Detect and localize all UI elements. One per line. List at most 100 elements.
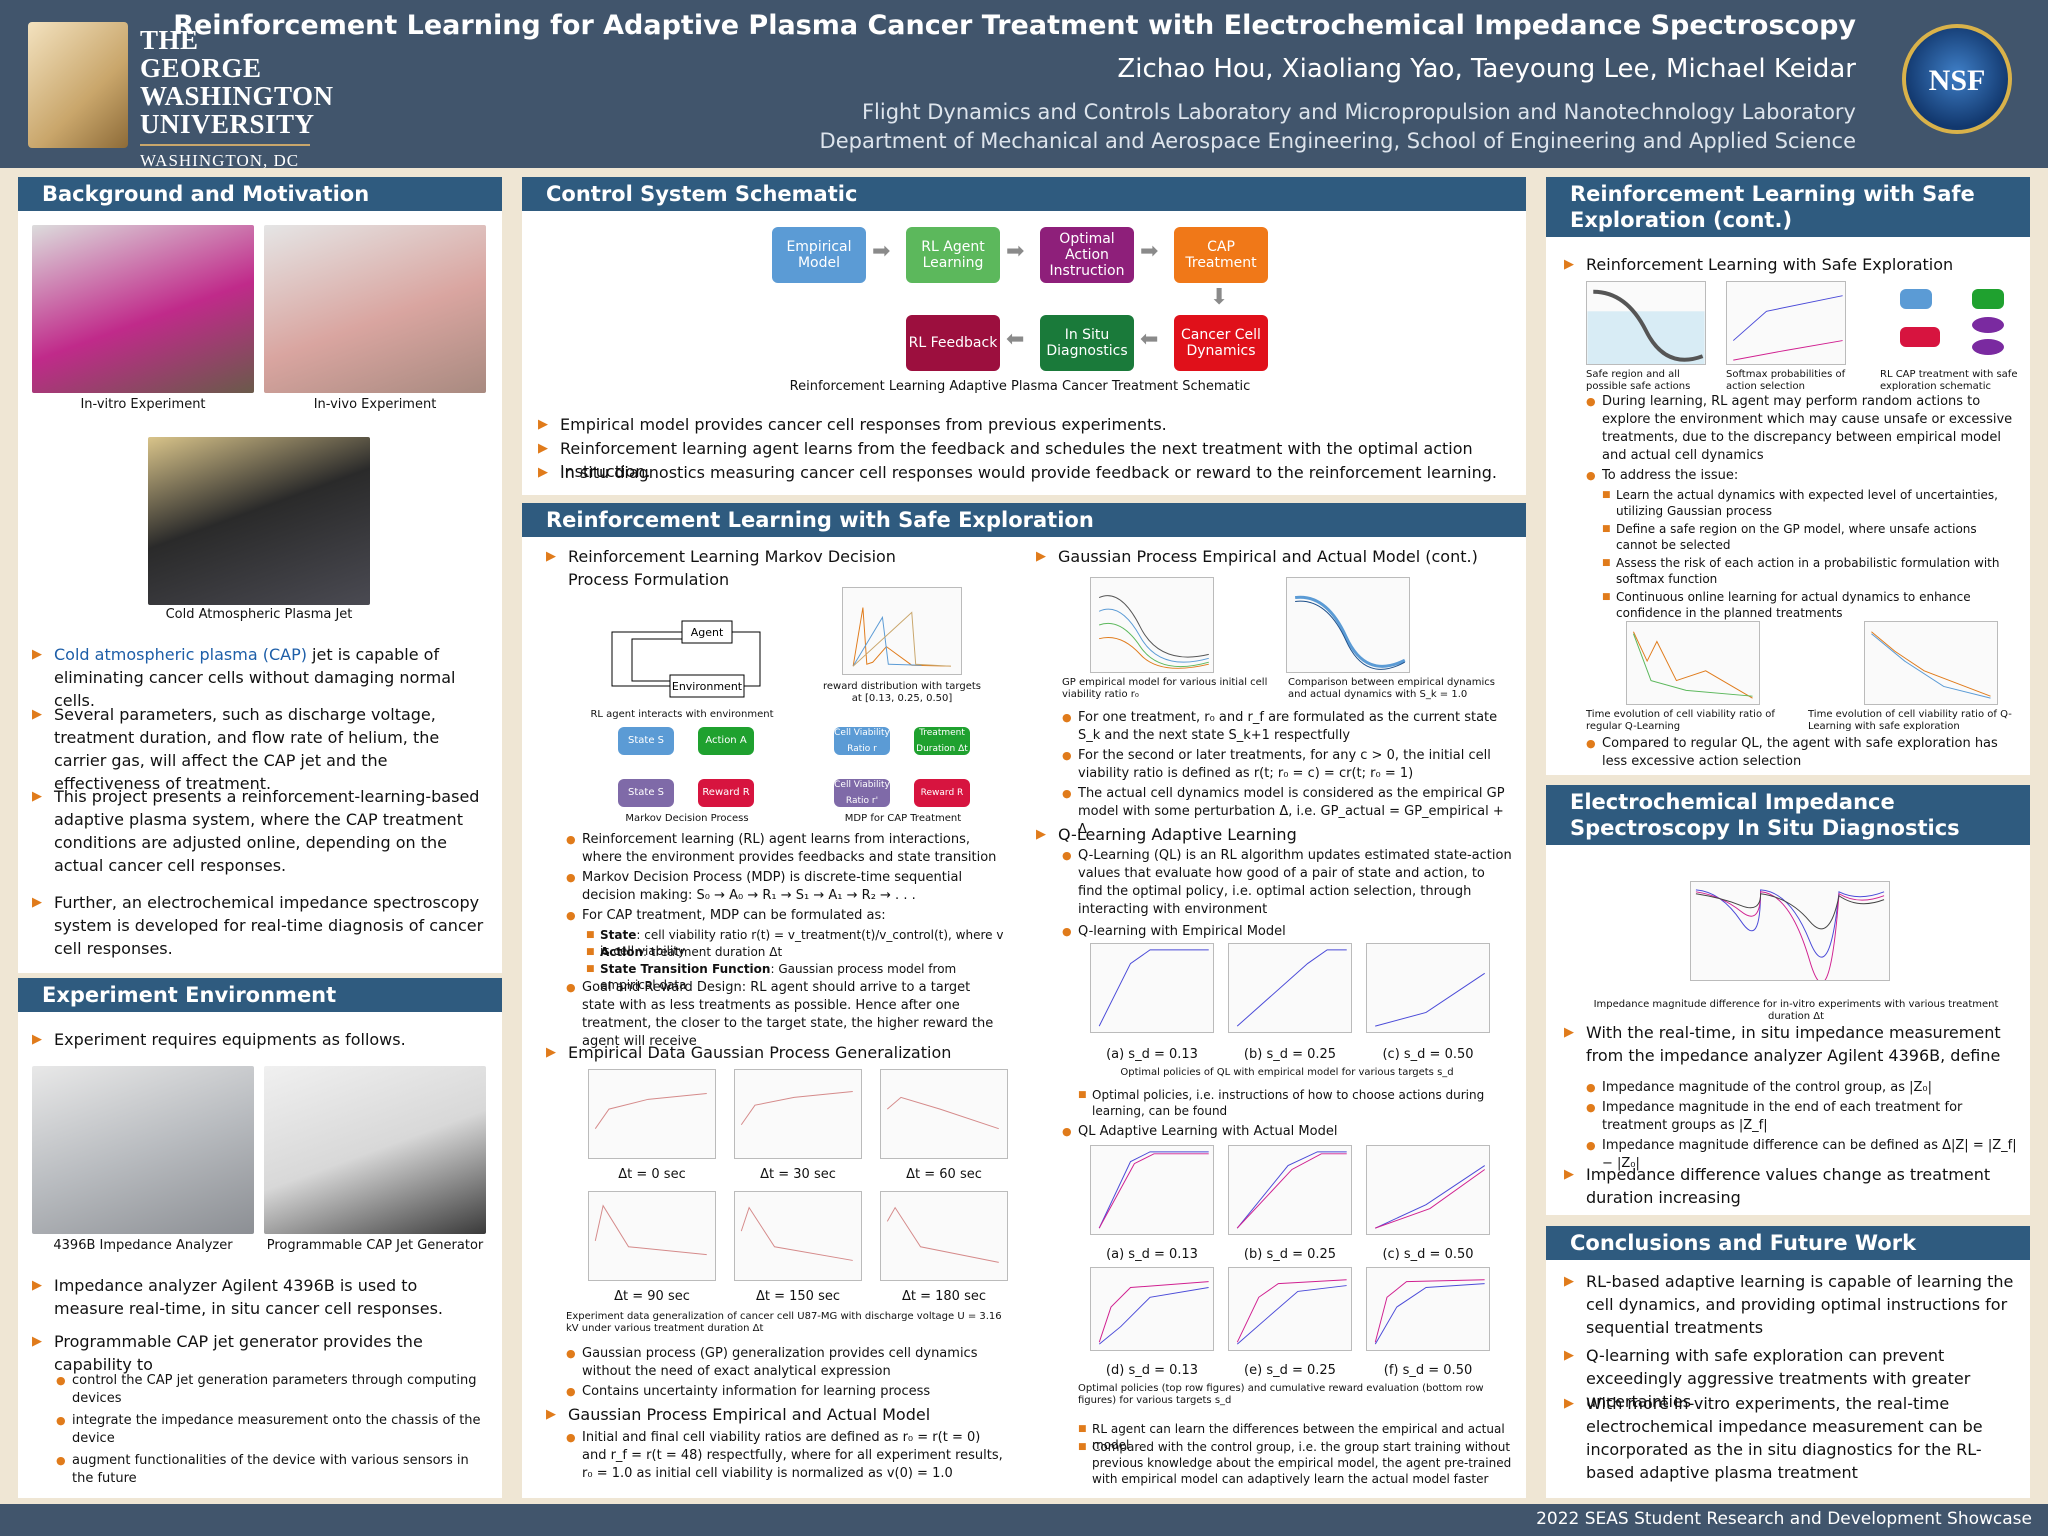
svg-text:Agent: Agent [691,626,724,639]
mdp-sub-4: Goal and Reward Design: RL agent should … [566,979,1006,1051]
arrow-right-icon: ➡ [1140,239,1159,264]
control-bullet-3: In situ diagnostics measuring cancer cel… [538,461,1518,484]
section-background: Background and Motivation In-vitro Exper… [18,177,502,973]
eis-bullet-1: With the real-time, in situ impedance me… [1564,1021,2024,1067]
gpa-sub-1: Initial and final cell viability ratios … [566,1429,1006,1483]
logo-line-1: THE GEORGE [140,25,262,83]
ql-actual-plot-b [1228,1145,1352,1235]
section-control-schematic: Control System Schematic Empirical Model… [522,177,1526,495]
safe-caption-1: Safe region and all possible safe action… [1586,369,1691,392]
safe-schema-box-3 [1900,327,1940,347]
safe-caption-4: Time evolution of cell viability ratio o… [1586,709,1775,732]
gp-plot-180 [880,1191,1008,1281]
plasma-jet-photo [148,437,370,605]
in-vivo-photo [264,225,486,393]
reward-distribution-plot [842,587,962,675]
section-title: Reinforcement Learning with Safe Explora… [1546,177,2030,237]
ql-act-label-a: (a) s_d = 0.13 [1106,1247,1198,1262]
gp-sub-1: Gaussian process (GP) generalization pro… [566,1345,1006,1381]
nsf-logo-icon: NSF [1902,24,2012,134]
logo-line-3: UNIVERSITY [140,109,315,139]
section-title: Conclusions and Future Work [1546,1226,2030,1260]
ql-reward-plot-e [1228,1267,1352,1351]
ql-actual-plot-c [1366,1145,1490,1235]
softmax-plot [1726,281,1846,365]
section-rl-safe-cont: Reinforcement Learning with Safe Explora… [1546,177,2030,775]
mdp-sub-2: Markov Decision Process (MDP) is discret… [566,869,1006,905]
gp-plot-0 [588,1069,716,1159]
control-bullet-1: Empirical model provides cancer cell res… [538,413,1518,436]
eis-bullet-2: Impedance difference values change as tr… [1564,1163,2024,1209]
safe-sub-2: To address the issue: [1586,467,2018,485]
gp-plot-30 [734,1069,862,1159]
safe-schema-box-2 [1972,289,2004,309]
gp-label-30: Δt = 30 sec [760,1167,836,1182]
section-rl-safe: Reinforcement Learning with Safe Explora… [522,503,1526,1498]
box-rl-agent: RL Agent Learning [906,227,1000,283]
arrow-right-icon: ➡ [872,239,891,264]
section-experiment: Experiment Environment Experiment requir… [18,978,502,1498]
box-cancer-cell-dynamics: Cancer Cell Dynamics [1174,315,1268,371]
cap-generator-photo [264,1066,486,1234]
washington-portrait-icon [28,22,128,148]
gpc-sub-3: The actual cell dynamics model is consid… [1062,785,1512,839]
svg-text:Environment: Environment [672,680,743,693]
eis-caption: Impedance magnitude difference for in-vi… [1593,999,1999,1022]
caption-reward-dist: reward distribution with targets at [0.1… [823,681,981,704]
ql-subsub-1: Optimal policies, i.e. instructions of h… [1078,1087,1512,1119]
gp-label-60: Δt = 60 sec [906,1167,982,1182]
experiment-sub-3: augment functionalities of the device wi… [56,1452,486,1488]
experiment-bullet-1: Experiment requires equipments as follow… [32,1028,492,1051]
mdp-sub-1: Reinforcement learning (RL) agent learns… [566,831,1006,867]
safe-subsub-2: Define a safe region on the GP model, wh… [1602,521,2018,553]
cap-action-box: Treatment Duration Δt [914,727,970,755]
gp-plot-60 [880,1069,1008,1159]
ql-sub-3: QL Adaptive Learning with Actual Model [1062,1123,1512,1141]
gp-label-180: Δt = 180 sec [901,1289,986,1304]
arrow-right-icon: ➡ [1006,239,1025,264]
gp-sub-2: Contains uncertainty information for lea… [566,1383,1006,1401]
ql-emp-label-a: (a) s_d = 0.13 [1106,1047,1198,1062]
background-bullet-4: Further, an electrochemical impedance sp… [32,891,492,960]
mdp-next-state-box: State S [618,779,674,807]
agent-environment-diagram: Agent Environment [582,615,782,705]
box-rl-feedback: RL Feedback [906,315,1000,371]
gp-plot-90 [588,1191,716,1281]
eis-sub-2: Impedance magnitude in the end of each t… [1586,1099,2018,1135]
ql-subsub-3: Compared with the control group, i.e. th… [1078,1439,1512,1487]
ql-actual-plot-a [1090,1145,1214,1235]
footer-text: 2022 SEAS Student Research and Developme… [1536,1509,2032,1529]
ql-emp-label-c: (c) s_d = 0.50 [1382,1047,1474,1062]
gpc-caption-2: Comparison between empirical dynamics an… [1288,677,1495,700]
caption-mdp: Markov Decision Process [625,813,749,824]
caption-cap-generator: Programmable CAP Jet Generator [266,1238,484,1253]
box-cap-treatment: CAP Treatment [1174,227,1268,283]
safe-caption-2: Softmax probabilities of action selectio… [1726,369,1846,392]
safe-ql-evolution-plot [1864,621,1998,705]
schematic-caption: Reinforcement Learning Adaptive Plasma C… [789,379,1251,394]
safe-bullet-1: Reinforcement Learning with Safe Explora… [1564,253,2024,276]
arrow-down-icon: ⬇ [1210,285,1229,310]
mdp-reward-box: Reward R [698,779,754,807]
poster-authors: Zichao Hou, Xiaoliang Yao, Taeyoung Lee,… [1117,54,1856,84]
mdp-state-box: State S [618,727,674,755]
experiment-bullet-2: Impedance analyzer Agilent 4396B is used… [32,1274,492,1320]
impedance-analyzer-photo [32,1066,254,1234]
caption-impedance-analyzer: 4396B Impedance Analyzer [53,1238,233,1253]
cap-next-state-box: Cell Viability Ratio r' [834,779,890,807]
arrow-left-icon: ⬅ [1006,327,1025,352]
safe-schema-box-1 [1900,289,1932,309]
caption-in-vivo: In-vivo Experiment [313,397,437,412]
affiliation-lab: Flight Dynamics and Controls Laboratory … [861,100,1856,124]
eis-sub-1: Impedance magnitude of the control group… [1586,1079,2018,1097]
ql-rew-label-d: (d) s_d = 0.13 [1105,1363,1199,1378]
ql-emp-label-b: (b) s_d = 0.25 [1243,1047,1337,1062]
gwu-logo: THE GEORGE WASHINGTON UNIVERSITY WASHING… [28,22,333,170]
gpc-heading: Gaussian Process Empirical and Actual Mo… [1036,545,1516,568]
ql-caption-1: Optimal policies of QL with empirical mo… [1120,1067,1454,1078]
gpa-heading: Gaussian Process Empirical and Actual Mo… [546,1403,986,1426]
safe-schema-box-5 [1972,339,2004,355]
poster-header: THE GEORGE WASHINGTON UNIVERSITY WASHING… [0,0,2048,170]
section-title: Reinforcement Learning with Safe Explora… [522,503,1526,537]
safe-caption-5: Time evolution of cell viability ratio o… [1808,709,2012,732]
